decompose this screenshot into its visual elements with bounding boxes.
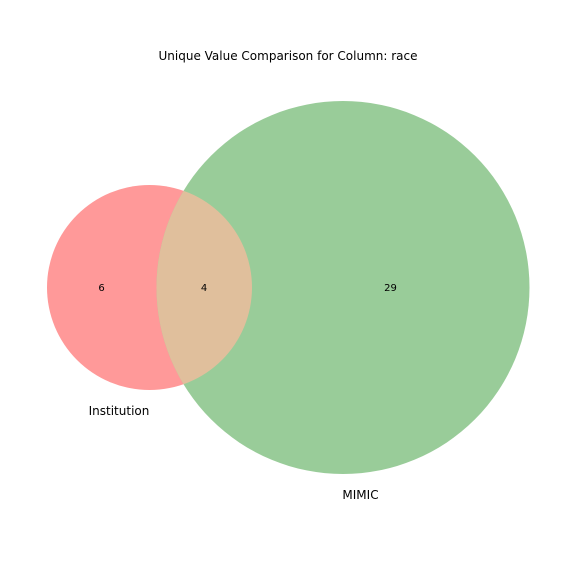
mimic-circle [156,101,530,474]
diagram-title: Unique Value Comparison for Column: race [159,49,418,63]
mimic-label: MIMIC [342,488,378,502]
intersection-count: 4 [201,283,207,294]
institution-label: Institution [89,404,150,418]
institution-only-count: 6 [98,283,104,294]
mimic-only-count: 29 [384,283,397,294]
